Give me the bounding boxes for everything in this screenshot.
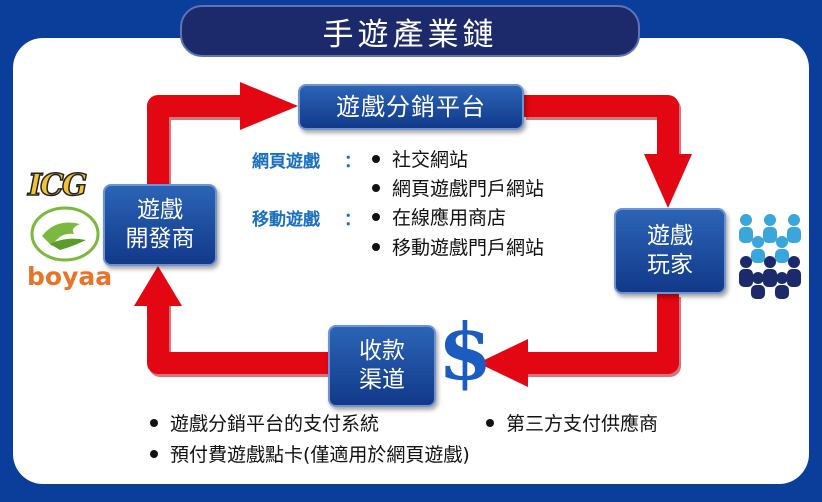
bullet-icon (372, 242, 380, 251)
node-payment-line2: 渠道 (359, 367, 405, 393)
list-item: 遊戲分銷平台的支付系統 (150, 409, 379, 436)
boyaa-bird-icon (30, 206, 100, 262)
arrowhead-right (240, 82, 298, 130)
category-mobile-separator: ： (344, 210, 361, 230)
node-player-line2: 玩家 (647, 252, 693, 278)
arrowhead-down (644, 154, 692, 208)
dollar-icon: $ (438, 307, 493, 398)
bullet-icon (150, 418, 158, 427)
category-web-separator: ： (344, 152, 361, 172)
node-game-developer: 遊戲 開發商 (103, 184, 217, 266)
category-web-games: 網頁遊戲 (252, 152, 320, 172)
node-payment-channel: 收款 渠道 (328, 325, 436, 407)
node-game-player: 遊戲 玩家 (614, 208, 726, 294)
list-item: 第三方支付供應商 (486, 409, 658, 436)
node-player-line1: 遊戲 (647, 223, 693, 250)
icg-logo: ICG (27, 167, 88, 204)
page-title: 手遊產業鏈 (180, 5, 640, 57)
players-group-icon (739, 214, 801, 299)
bullet-icon (486, 418, 494, 427)
boyaa-logo: boyaa (27, 262, 113, 291)
list-item: 網頁遊戲門戶網站 (372, 174, 544, 201)
bullet-icon (372, 212, 380, 221)
node-distribution-label: 遊戲分銷平台 (336, 93, 486, 121)
arrow-payment-to-developer (147, 302, 328, 374)
node-developer-line2: 開發商 (125, 226, 195, 252)
bullet-icon (150, 449, 158, 458)
list-item: 移動遊戲門戶網站 (372, 233, 544, 260)
list-item: 在線應用商店 (372, 203, 506, 230)
bullet-icon (372, 154, 380, 163)
list-item: 預付費遊戲點卡(僅適用於網頁遊戲) (150, 440, 470, 467)
arrowhead-up (134, 266, 182, 306)
arrow-developer-to-distribution (147, 95, 245, 184)
node-payment-line1: 收款 (359, 338, 405, 365)
node-distribution-platform: 遊戲分銷平台 (298, 84, 524, 130)
arrowhead-left (478, 339, 528, 387)
list-item: 社交網站 (372, 145, 468, 172)
node-developer-line1: 遊戲 (137, 197, 183, 224)
page-title-text: 手遊產業鏈 (322, 16, 498, 53)
bullet-icon (372, 183, 380, 192)
arrow-player-to-payment (520, 294, 679, 374)
arrow-distribution-to-player (524, 95, 679, 158)
category-mobile-games: 移動遊戲 (252, 210, 320, 230)
